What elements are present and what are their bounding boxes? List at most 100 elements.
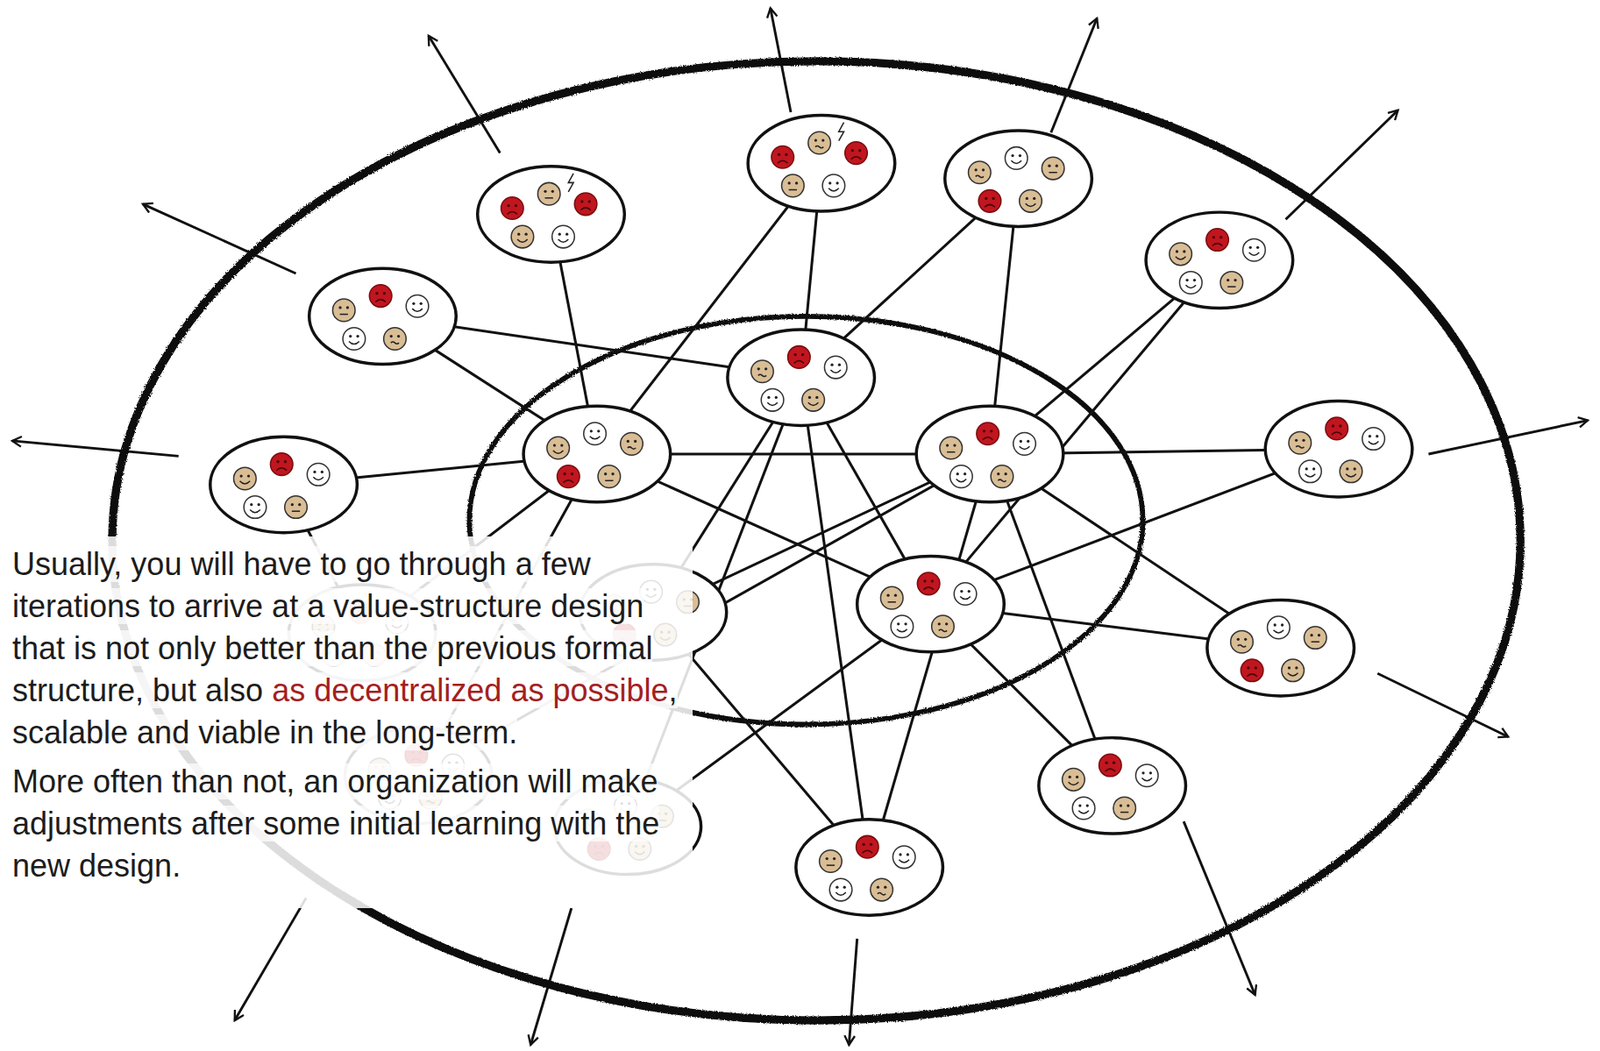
team-circle	[747, 115, 896, 212]
face-icon	[405, 294, 429, 318]
face-icon	[1113, 796, 1137, 820]
note-paragraph: More often than not, an organization wil…	[12, 760, 681, 888]
face-icon	[583, 422, 607, 446]
team-outline	[747, 115, 896, 212]
team-outline	[945, 130, 1093, 227]
face-icon	[1099, 753, 1123, 777]
outward-arrow	[848, 938, 857, 1046]
note-text: More often than not, an organization wil…	[12, 763, 660, 884]
face-icon	[1062, 768, 1086, 792]
team-circle	[477, 166, 626, 263]
team-link	[869, 454, 990, 868]
team-outline	[796, 819, 944, 916]
face-icon	[976, 422, 1000, 446]
team-outline	[916, 405, 1064, 502]
face-icon	[782, 174, 805, 198]
team-circle	[523, 405, 671, 502]
outward-arrow	[1286, 110, 1399, 221]
face-icon	[1135, 764, 1159, 788]
team-circle	[916, 405, 1064, 502]
face-icon	[1299, 460, 1323, 484]
face-icon	[990, 465, 1014, 489]
face-icon	[1179, 271, 1202, 295]
face-icon	[1220, 271, 1244, 295]
team-outline	[727, 329, 875, 426]
face-icon	[537, 182, 561, 206]
outward-arrow	[530, 908, 572, 1046]
face-icon	[597, 465, 621, 489]
face-icon	[890, 615, 914, 639]
face-icon	[939, 436, 963, 460]
face-icon	[751, 360, 775, 384]
face-icon	[808, 131, 832, 155]
face-icon	[1004, 147, 1028, 171]
team-outline	[1145, 212, 1294, 308]
face-icon	[1288, 431, 1312, 455]
face-icon	[788, 346, 811, 370]
team-outline	[857, 555, 1005, 652]
face-icon	[870, 878, 894, 902]
face-icon	[968, 161, 992, 185]
team-circle	[210, 436, 358, 533]
team-circle	[1207, 599, 1355, 696]
face-icon	[384, 327, 407, 351]
team-circle	[1038, 738, 1187, 834]
face-icon	[1169, 242, 1193, 266]
face-icon	[1243, 238, 1266, 262]
face-icon	[1303, 626, 1327, 650]
face-icon	[332, 298, 356, 322]
face-icon	[500, 197, 524, 221]
team-outline	[309, 268, 457, 364]
team-circle	[945, 130, 1093, 227]
face-icon	[978, 190, 1002, 214]
note-paragraph: Usually, you will have to go through a f…	[12, 543, 681, 754]
face-icon	[1206, 228, 1230, 252]
team-link	[801, 377, 870, 868]
outward-arrow	[234, 897, 306, 1021]
spark-mark	[839, 122, 845, 142]
team-outline	[1265, 400, 1413, 497]
face-icon	[892, 846, 916, 869]
team-circle	[309, 268, 457, 364]
face-icon	[547, 436, 570, 460]
team-outline	[477, 166, 626, 263]
face-icon	[1019, 190, 1043, 214]
team-outline	[1038, 738, 1187, 834]
team-outline	[210, 436, 358, 533]
face-icon	[1325, 417, 1349, 441]
face-icon	[1072, 796, 1096, 820]
face-icon	[1230, 630, 1254, 654]
face-icon	[950, 465, 974, 489]
face-icon	[953, 583, 977, 606]
face-icon	[917, 572, 940, 596]
face-icon	[234, 467, 257, 491]
team-circle	[796, 819, 944, 916]
face-icon	[552, 225, 576, 249]
face-icon	[819, 850, 843, 874]
face-icon	[306, 462, 330, 486]
face-icon	[931, 615, 955, 639]
face-icon	[1267, 616, 1291, 640]
face-icon	[620, 433, 644, 456]
highlight-text: as decentralized as possible	[271, 672, 669, 709]
team-circle	[727, 329, 875, 426]
face-icon	[243, 496, 267, 520]
team-circle	[1145, 212, 1294, 308]
face-icon	[1240, 659, 1264, 683]
face-icon	[1041, 156, 1065, 180]
team-outline	[523, 405, 671, 502]
face-icon	[556, 465, 580, 489]
face-icon	[845, 142, 868, 165]
face-icon	[880, 586, 904, 610]
team-circle	[1265, 400, 1413, 497]
face-icon	[369, 284, 392, 308]
text-panel: Usually, you will have to go through a f…	[0, 536, 693, 909]
face-icon	[1013, 433, 1037, 456]
face-icon	[574, 192, 598, 216]
face-icon	[822, 174, 846, 198]
face-icon	[342, 327, 366, 351]
outward-arrow	[1051, 18, 1097, 133]
face-icon	[284, 496, 308, 520]
face-icon	[760, 389, 784, 413]
outward-arrow	[12, 440, 179, 456]
